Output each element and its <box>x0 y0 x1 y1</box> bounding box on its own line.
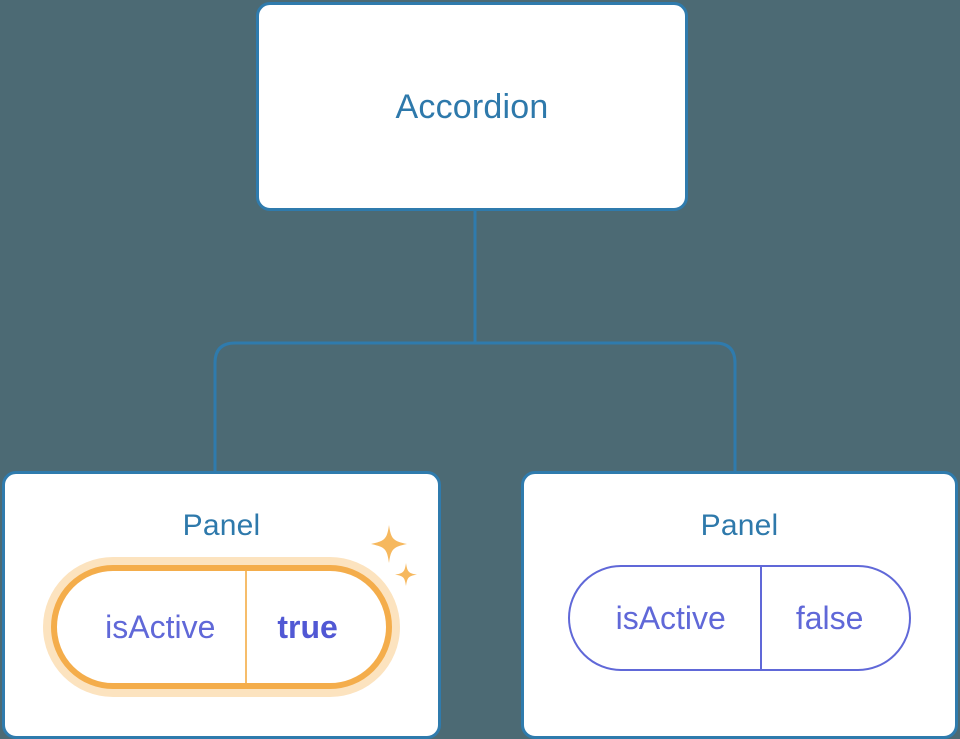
prop-key-isactive: isActive <box>105 609 216 645</box>
node-panel-active[interactable]: Panel isActive true <box>2 471 441 739</box>
node-panel-inactive[interactable]: Panel isActive false <box>521 471 958 739</box>
connector-left-branch <box>213 341 475 471</box>
prop-pill-wrapper-inactive: isActive false <box>567 565 912 671</box>
sparkle-large-icon <box>370 525 407 563</box>
node-accordion[interactable]: Accordion <box>256 2 688 211</box>
prop-pill-wrapper-active: isActive true <box>51 525 417 689</box>
prop-key-isactive: isActive <box>615 600 726 636</box>
prop-value-false: false <box>759 567 910 669</box>
connector-right-branch <box>475 341 737 471</box>
prop-pill-isactive-false[interactable]: isActive false <box>567 565 912 671</box>
prop-pill-isactive-true[interactable]: isActive true <box>51 565 392 689</box>
sparkle-small-icon <box>394 563 417 586</box>
node-title-panel-inactive: Panel <box>700 509 779 542</box>
prop-value-true: true <box>245 571 385 683</box>
node-title-accordion: Accordion <box>395 87 549 126</box>
node-title-panel-active: Panel <box>182 509 261 542</box>
